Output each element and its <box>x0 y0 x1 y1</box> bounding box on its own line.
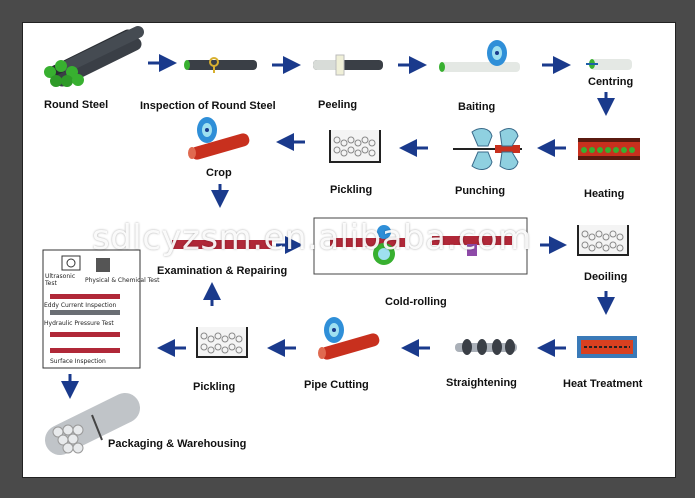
inspection-ultrasonic-label: Ultrasonic Test <box>45 273 76 287</box>
step-label-straightening: Straightening <box>446 377 517 389</box>
step-label-centring: Centring <box>588 76 634 88</box>
step-label-round-steel: Round Steel <box>44 99 109 111</box>
step-label-pipe-cutting: Pipe Cutting <box>304 379 369 391</box>
step-label-heating: Heating <box>584 188 625 200</box>
step-label-cold-rolling: Cold-rolling <box>385 296 447 308</box>
inspection-eddy-current-label: Eddy Current Inspection <box>44 302 117 309</box>
packaging-bundle-icon <box>45 393 140 455</box>
step-label-examination: Examination & Repairing <box>157 265 288 277</box>
step-label-packaging: Packaging & Warehousing <box>108 438 247 450</box>
peeling-bar-icon <box>313 54 383 76</box>
baiting-saw-icon <box>439 40 520 72</box>
step-label-baiting: Baiting <box>458 101 496 113</box>
heat-treatment-furnace-icon <box>577 336 637 358</box>
step-label-deoiling: Deoiling <box>584 271 628 283</box>
step-label-pickling-top: Pickling <box>330 184 373 196</box>
step-label-inspection: Inspection of Round Steel <box>140 100 276 112</box>
pickling-tank-icon-top <box>329 130 381 163</box>
inspection-hydraulic-label: Hydraulic Pressure Test <box>44 320 114 327</box>
examination-pipe-icon <box>172 240 272 249</box>
step-label-peeling: Peeling <box>318 99 358 111</box>
cold-rolling-icon <box>313 217 528 275</box>
pipe-cutting-icon <box>318 317 380 360</box>
inspection-physical-chemical-label: Physical & Chemical Test <box>85 277 160 284</box>
pickling-tank-icon-bottom <box>196 327 248 358</box>
deoiling-tank-icon <box>577 225 629 256</box>
inspection-surface-label: Surface Inspection <box>50 358 106 365</box>
step-label-crop: Crop <box>206 167 232 179</box>
step-label-pickling-bottom: Pickling <box>193 381 236 393</box>
inspection-panel <box>42 249 141 369</box>
centring-bar-icon <box>586 59 632 70</box>
step-label-punching: Punching <box>455 185 506 197</box>
punching-icon <box>453 128 522 170</box>
straightening-icon <box>455 339 517 355</box>
round-steel-icon <box>44 26 144 87</box>
heating-furnace-icon <box>578 138 640 160</box>
step-label-heat-treatment: Heat Treatment <box>563 378 643 390</box>
crop-saw-icon <box>188 117 250 160</box>
watermark: sdlcyzsm.en.alibaba.com <box>92 218 532 258</box>
flow-arrows <box>61 54 615 399</box>
inspection-bar-icon <box>184 57 257 73</box>
